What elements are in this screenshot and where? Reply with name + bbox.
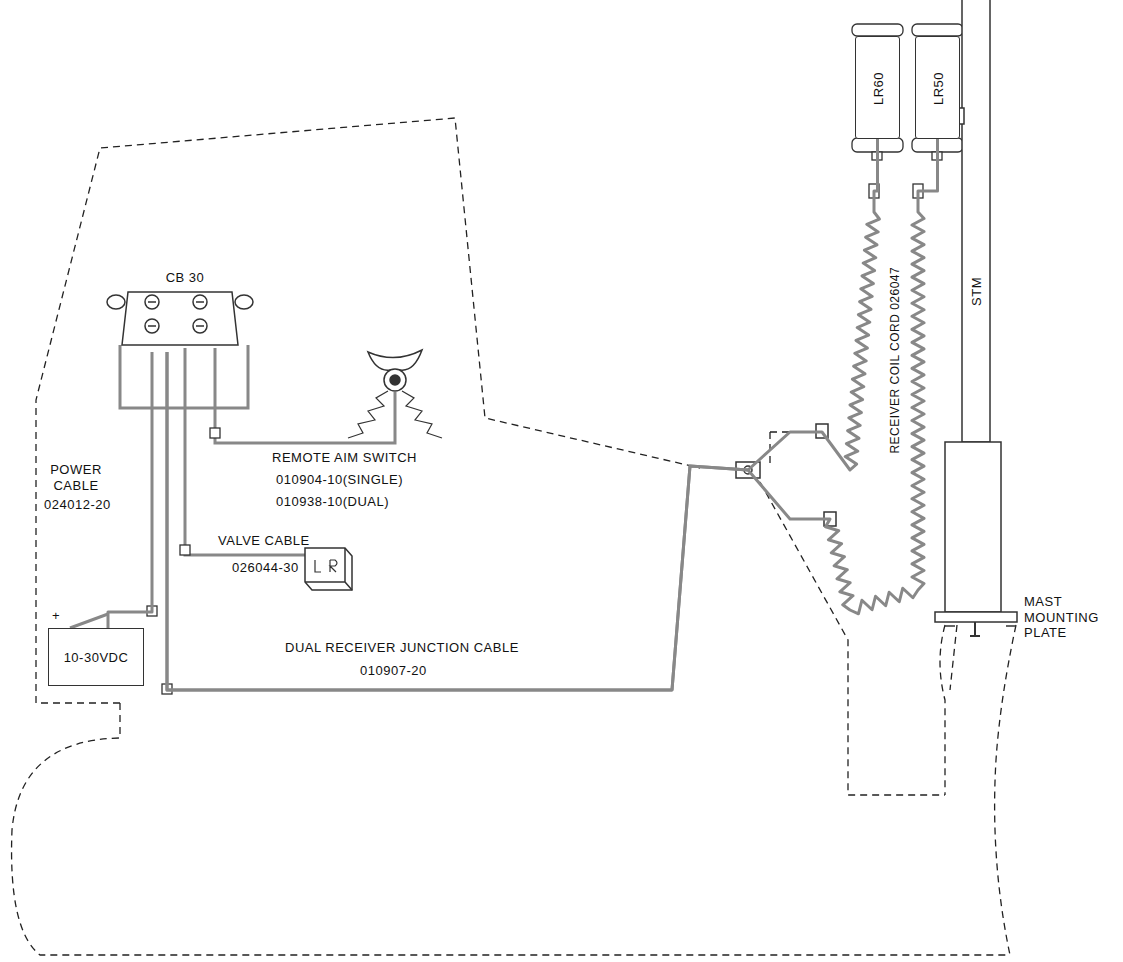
node-label: STM <box>969 277 984 306</box>
part-number: 010907-20 <box>360 663 427 679</box>
receiver: LR50 <box>915 36 960 139</box>
mast-tube: STM <box>962 4 990 440</box>
control-box <box>107 292 253 408</box>
control-box: CB 30 <box>122 270 248 352</box>
cable <box>167 139 879 690</box>
part-name: VALVE CABLE <box>218 533 310 549</box>
polarity-mark: + <box>52 608 60 624</box>
part-name: POWER CABLE <box>46 462 106 493</box>
part-name: REMOTE AIM SWITCH <box>272 450 417 466</box>
node-label: CB 30 <box>166 270 205 285</box>
part-name: MAST MOUNTING PLATE <box>1024 594 1116 641</box>
part-name: DUAL RECEIVER JUNCTION CABLE <box>285 640 519 656</box>
node-label: LR50 <box>931 72 946 105</box>
remote-aim-switch <box>348 350 442 438</box>
part-number: 026044-30 <box>232 560 299 576</box>
connector <box>147 428 220 694</box>
receiver: LR60 <box>855 36 900 139</box>
cable <box>108 352 152 628</box>
receiver-body <box>852 24 963 198</box>
cable <box>70 348 395 628</box>
node-label: LR60 <box>871 72 886 105</box>
part-name: RECEIVER COIL CORD 026047 <box>888 267 902 454</box>
battery: 10-30VDC <box>48 628 144 686</box>
valve-symbol <box>305 548 352 590</box>
part-number: 010904-10(SINGLE) <box>276 472 403 488</box>
node-label: 10-30VDC <box>64 650 129 665</box>
machine-outline <box>12 118 1016 955</box>
part-number: 024012-20 <box>44 497 111 513</box>
part-number: 010938-10(DUAL) <box>276 494 389 510</box>
cable <box>167 139 938 690</box>
